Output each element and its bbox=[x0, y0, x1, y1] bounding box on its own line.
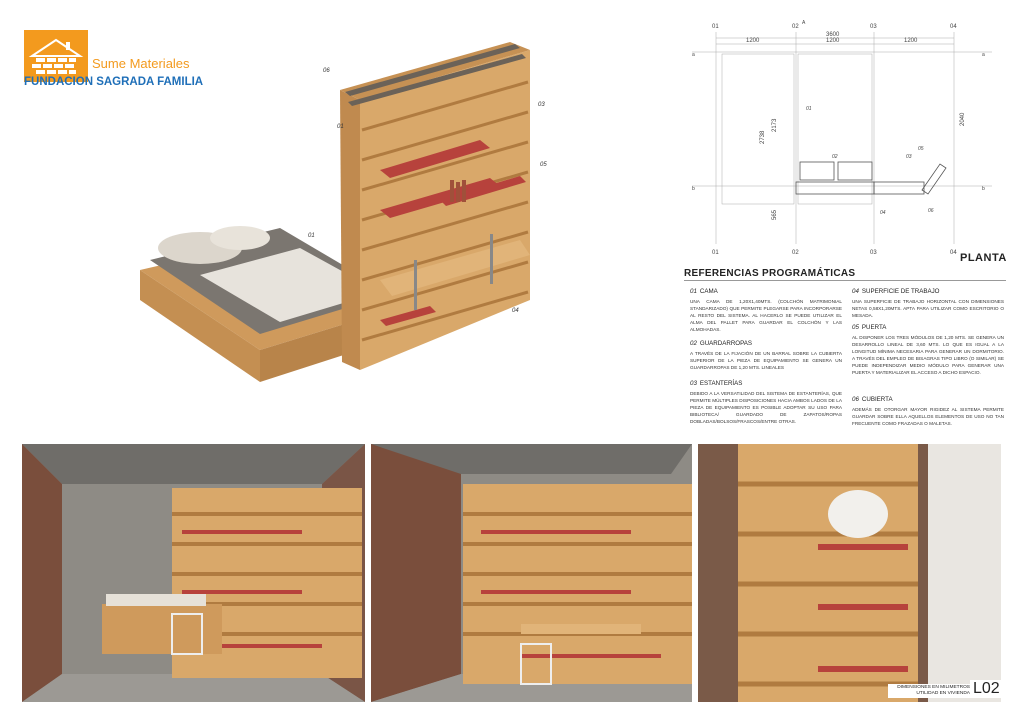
plan-total-dimension: 3600 bbox=[826, 32, 840, 38]
hero-callout: 01 bbox=[337, 124, 344, 130]
plan-axis-label: 03 bbox=[870, 24, 877, 30]
hero-callout: 05 bbox=[540, 162, 547, 168]
house-logo-icon bbox=[24, 30, 88, 82]
plan-axis-label: 02 bbox=[792, 250, 799, 256]
footer-note: DIMENSIONES EN MILIMETROS UTILIDAD EN VI… bbox=[888, 684, 972, 698]
plan-callout: 03 bbox=[906, 154, 912, 160]
plan-axis-label: 04 bbox=[950, 24, 957, 30]
brand-name: Sume Materiales bbox=[92, 56, 190, 71]
hero-callout: 06 bbox=[323, 68, 330, 74]
hero-callout: 01 bbox=[308, 233, 315, 239]
hero-callout: 04 bbox=[512, 308, 519, 314]
plan-callout: 02 bbox=[832, 154, 838, 160]
reference-text: UNA CAMA DE 1,20X1,40MTS. (COLCHÓN MATRI… bbox=[690, 299, 842, 332]
references-title: REFERENCIAS PROGRAMÁTICAS bbox=[684, 268, 856, 279]
plan-callout: 01 bbox=[806, 106, 812, 112]
plan-axis-label: 01 bbox=[712, 250, 719, 256]
hero-callout: 03 bbox=[538, 102, 545, 108]
plan-dimension: 1200 bbox=[826, 38, 840, 44]
plan-section-mark: a bbox=[692, 52, 695, 58]
floor-plan: 01 02 03 04 1200 1200 1200 3600 a a b b … bbox=[682, 14, 1012, 266]
plan-axis-label: 04 bbox=[950, 250, 957, 256]
plan-callout: 05 bbox=[918, 146, 924, 152]
references-divider bbox=[684, 280, 1006, 281]
plan-section-mark: A bbox=[802, 20, 806, 26]
plan-section-mark: b bbox=[982, 186, 985, 192]
organization-name: FUNDACION SAGRADA FAMILIA bbox=[24, 76, 204, 88]
plan-section-mark: b bbox=[692, 186, 695, 192]
plan-callout: 06 bbox=[928, 208, 934, 214]
plan-dimension: 2738 bbox=[760, 130, 766, 144]
plan-axis-label: 03 bbox=[870, 250, 877, 256]
plan-section-mark: a bbox=[982, 52, 985, 58]
reference-text: AL DISPONER LOS TRES MÓDULOS DE 1,20 MTS… bbox=[852, 335, 1004, 375]
reference-text: UNA SUPERFICIE DE TRABAJO HORIZONTAL CON… bbox=[852, 299, 1004, 318]
sheet-code: L02 bbox=[970, 680, 1003, 698]
plan-dimension: 2173 bbox=[772, 118, 778, 132]
plan-dimension: 565 bbox=[772, 209, 778, 220]
plan-axis-label: 01 bbox=[712, 24, 719, 30]
reference-text: A TRAVÉS DE LA FIJACIÓN DE UN BARRAL SOB… bbox=[690, 351, 842, 370]
plan-dimension: 1200 bbox=[904, 38, 918, 44]
plan-axis-label: 02 bbox=[792, 24, 799, 30]
plan-callout: 04 bbox=[880, 210, 886, 216]
plan-title: PLANTA bbox=[960, 252, 1007, 264]
plan-dimension: 1200 bbox=[746, 38, 760, 44]
photo-bedroom-view bbox=[22, 444, 365, 702]
reference-text: ADEMÁS DE OTORGAR MAYOR RIGIDEZ AL SISTE… bbox=[852, 407, 1004, 426]
logo: Sume Materiales FUNDACION SAGRADA FAMILI… bbox=[24, 30, 203, 90]
plan-dimension: 2040 bbox=[960, 112, 966, 126]
photo-wardrobe-view bbox=[698, 444, 1001, 702]
hero-render: 06 01 01 03 05 04 bbox=[130, 20, 600, 430]
photo-desk-view bbox=[371, 444, 692, 702]
reference-text: DEBIDO A LA VERSATILIDAD DEL SISTEMA DE … bbox=[690, 391, 842, 424]
